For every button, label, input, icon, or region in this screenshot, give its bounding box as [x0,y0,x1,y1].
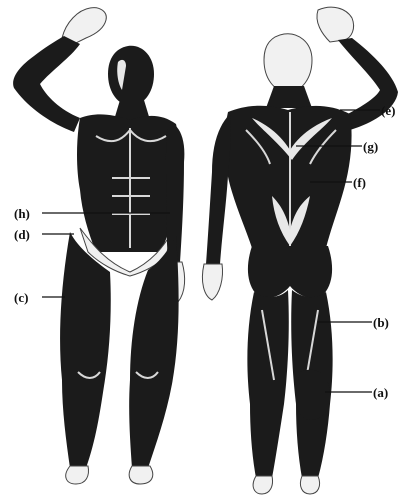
label-a: (a) [373,385,388,400]
label-c: (c) [14,290,28,305]
back-left-foot [253,476,272,494]
label-h: (h) [14,206,30,221]
label-d: (d) [14,227,30,242]
back-neck [266,86,312,108]
front-raised-arm [13,36,80,132]
label-b: (b) [373,315,389,330]
front-left-foot [66,466,89,484]
front-left-leg [60,232,111,468]
back-hanging-hand [202,264,222,300]
front-figure [13,8,185,484]
back-hanging-arm [206,114,231,264]
front-head [108,46,154,106]
back-right-foot [300,476,319,494]
back-head [264,34,312,92]
back-left-leg [247,290,288,478]
back-figure [202,7,398,494]
label-e: (e) [381,103,395,118]
back-raised-hand [317,7,354,42]
front-right-foot [129,466,153,484]
label-f: (f) [353,175,366,190]
back-gluteus [248,246,332,298]
label-g: (g) [363,139,378,154]
front-torso [77,114,181,252]
